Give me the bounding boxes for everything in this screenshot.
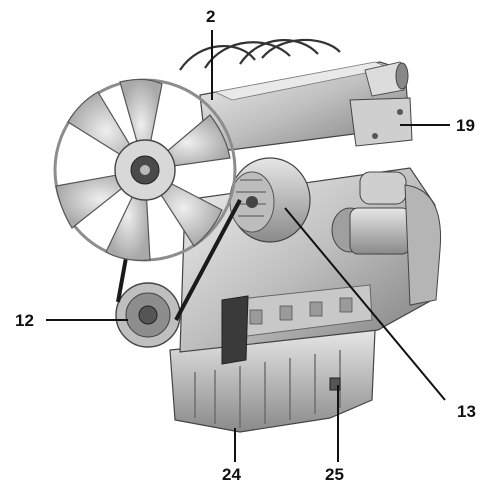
leader-13 xyxy=(284,207,446,401)
callout-2: 2 xyxy=(206,7,215,26)
callout-13: 13 xyxy=(457,402,476,421)
callout-19: 19 xyxy=(456,116,475,135)
alternator xyxy=(229,157,311,243)
engine-illustration xyxy=(53,38,442,433)
callout-12: 12 xyxy=(15,311,34,330)
crank-pulley xyxy=(115,282,181,348)
starter-motor xyxy=(331,171,411,255)
callout-24: 24 xyxy=(222,465,241,484)
callout-leaders xyxy=(46,30,450,462)
callout-labels: 2 19 12 13 24 25 xyxy=(15,7,476,484)
cooling-fan xyxy=(53,78,237,262)
callout-25: 25 xyxy=(325,465,344,484)
